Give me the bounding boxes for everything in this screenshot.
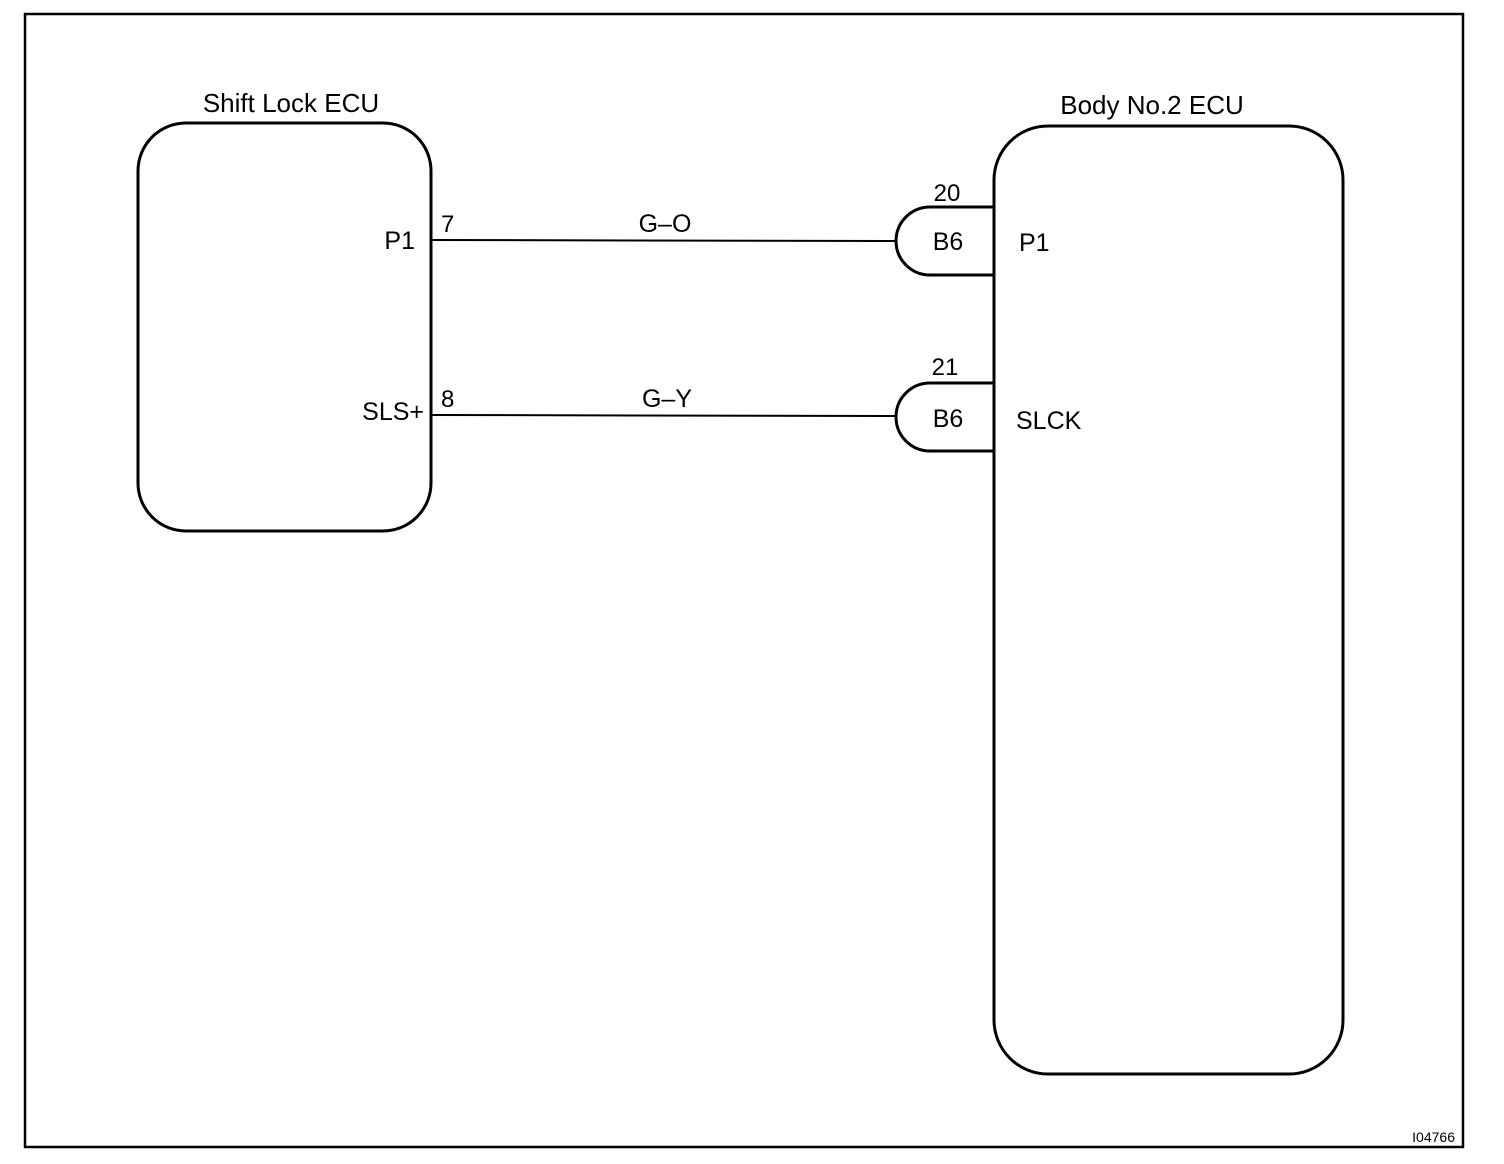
wire-g-y — [430, 414, 896, 417]
left-pin-sls-label: SLS+ — [362, 398, 424, 426]
wire-g-o-label: G–O — [639, 210, 692, 238]
left-pin-sls-number: 8 — [441, 386, 454, 413]
wire-g-o — [430, 239, 896, 242]
right-pin-slck-label: SLCK — [1016, 407, 1082, 435]
figure-id: I04766 — [1412, 1129, 1455, 1145]
left-pin-p1-number: 7 — [441, 211, 454, 238]
wire-g-y-label: G–Y — [642, 385, 692, 413]
right-pin-p1-label: P1 — [1019, 229, 1050, 257]
connector-b6-20 — [894, 205, 994, 277]
shift-lock-ecu-title: Shift Lock ECU — [203, 88, 379, 118]
connector-b6-20-label: B6 — [933, 228, 964, 256]
connector-b6-20-pin-number: 20 — [934, 180, 961, 207]
connector-b6-21-label: B6 — [933, 405, 964, 433]
body-no2-ecu-title: Body No.2 ECU — [1060, 90, 1244, 120]
shift-lock-ecu-box — [136, 121, 433, 533]
body-no2-ecu-box — [992, 124, 1345, 1076]
connector-b6-21 — [894, 381, 994, 453]
left-pin-p1-label: P1 — [384, 227, 415, 255]
connector-b6-21-pin-number: 21 — [932, 354, 959, 381]
diagram-frame — [23, 12, 1465, 1149]
